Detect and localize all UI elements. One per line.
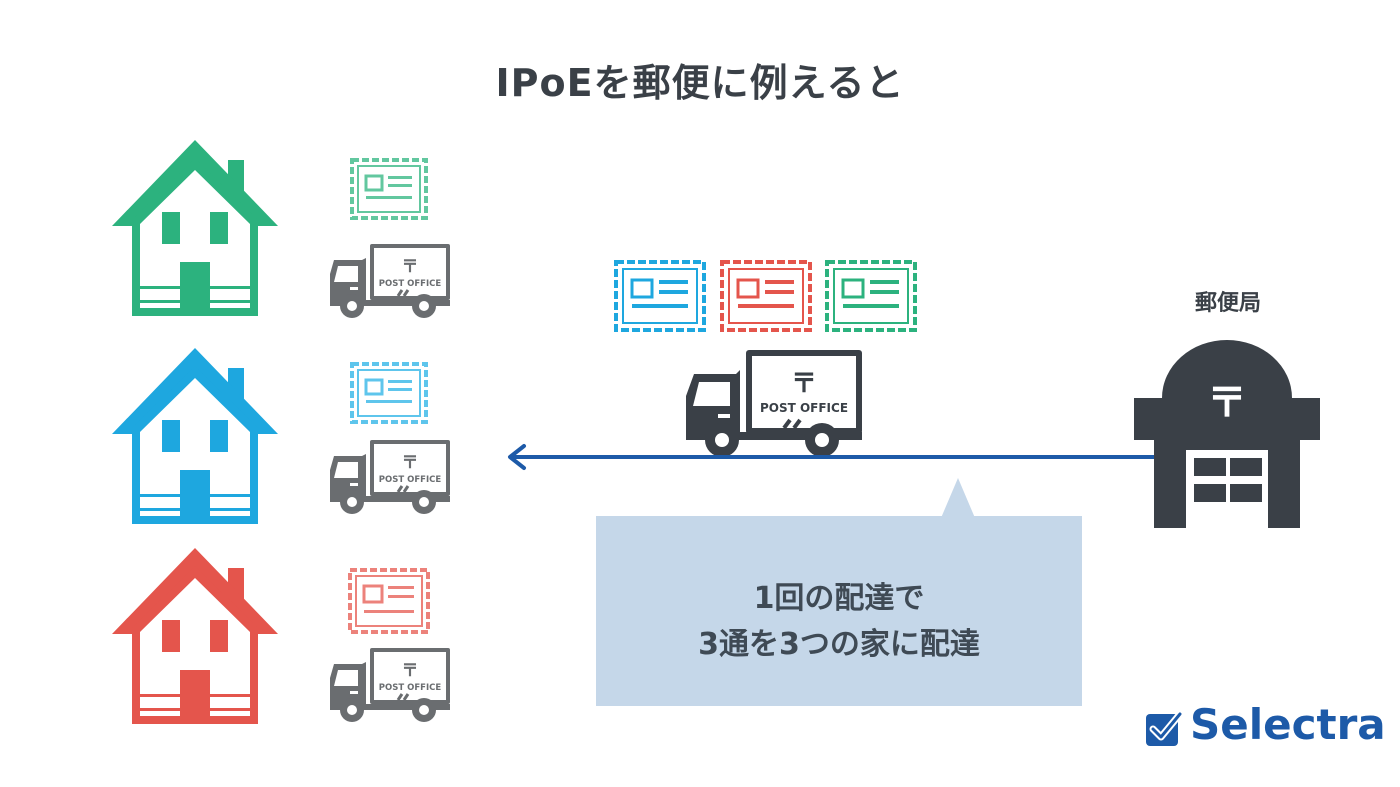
truck-small-icon: 〒 POST OFFICE (330, 648, 450, 722)
letter-blue-icon (350, 362, 428, 424)
bubble-line-1: 1回の配達で (753, 581, 925, 616)
truck-postal-symbol: 〒 (402, 453, 419, 473)
house-blue-icon (112, 348, 278, 524)
post-office-label: 郵便局 (1194, 291, 1261, 316)
truck-large-postal-symbol: 〒 (791, 369, 817, 399)
house-green-icon (112, 140, 278, 316)
truck-label: POST OFFICE (379, 475, 442, 485)
house-red-icon (112, 548, 278, 724)
post-office-icon: 〒 (1134, 340, 1320, 528)
truck-large-icon: 〒 POST OFFICE (686, 350, 862, 457)
truck-small-icon: 〒 POST OFFICE (330, 440, 450, 514)
truck-label: POST OFFICE (379, 683, 442, 693)
truck-postal-symbol: 〒 (402, 257, 419, 277)
speech-bubble-text: 1回の配達で 3通を3つの家に配達 (596, 576, 1082, 668)
speech-bubble-tail (941, 478, 975, 518)
selectra-check-icon (1146, 710, 1184, 746)
truck-postal-symbol: 〒 (402, 661, 419, 681)
selectra-logo: Selectra (1190, 700, 1386, 749)
page-title: IPoEを郵便に例えると (495, 61, 905, 105)
post-office-symbol: 〒 (1207, 380, 1247, 426)
truck-label: POST OFFICE (379, 279, 442, 289)
letter-green-icon (350, 158, 428, 220)
letter-blue-center-icon (614, 260, 706, 332)
truck-large-label: POST OFFICE (760, 401, 848, 415)
letter-red-icon (348, 568, 430, 634)
letter-green-center-icon (825, 260, 917, 332)
delivery-arrow (508, 444, 1160, 470)
bubble-line-2: 3通を3つの家に配達 (698, 627, 980, 662)
truck-small-icon: 〒 POST OFFICE (330, 244, 450, 318)
speech-bubble (596, 516, 1082, 706)
letter-red-center-icon (720, 260, 812, 332)
